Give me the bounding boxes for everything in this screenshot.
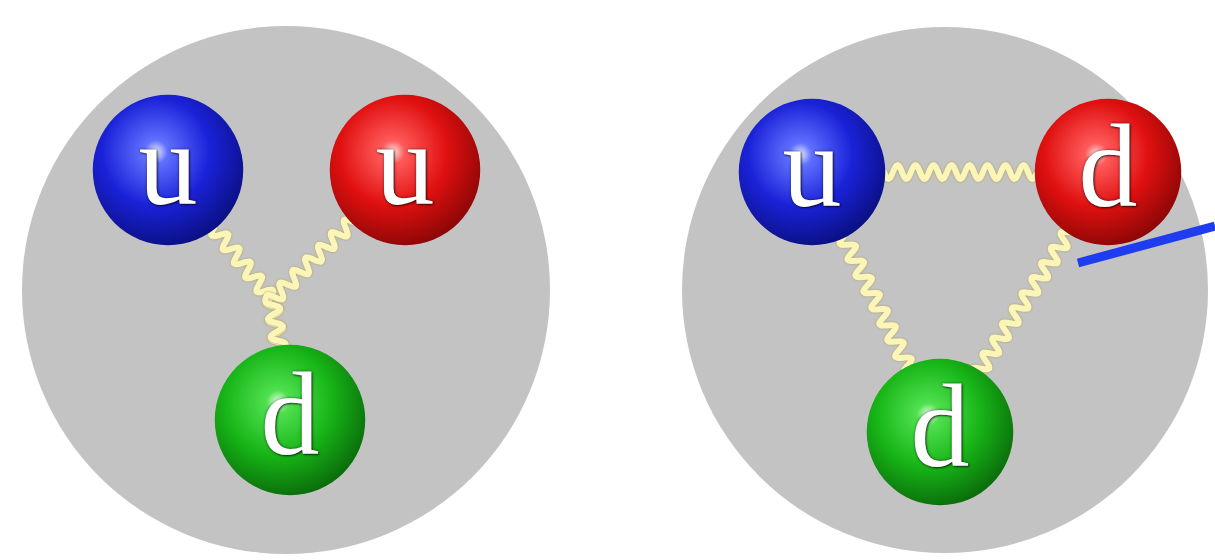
quark-flavour: u [376,106,435,224]
quark-ball: d [866,358,1014,506]
neutron-body [682,27,1208,553]
quark-ball: u [329,94,481,246]
quark-sphere [867,359,1014,506]
quark-flavour: u [783,108,842,226]
gluon-line [884,165,1036,179]
quark-flavour: d [911,368,970,486]
quark-ball: d [1034,98,1182,246]
quark-sphere [739,99,886,246]
quark-sphere [330,95,480,245]
gluon-line [211,228,286,346]
proton-body [22,26,550,554]
gluon-line [265,219,352,346]
quark-ball: u [738,98,886,246]
quark-flavour: u [139,106,198,224]
quark-flavour: d [261,356,320,474]
quark-ball: d [214,344,366,496]
quark-flavour: d [1079,108,1138,226]
quark-sphere [1035,99,1182,246]
gluon-line [974,232,1069,370]
quark-ball: u [92,94,244,246]
quark-sphere [93,95,243,245]
quark-sphere [215,345,365,495]
gluon-line [839,237,911,370]
